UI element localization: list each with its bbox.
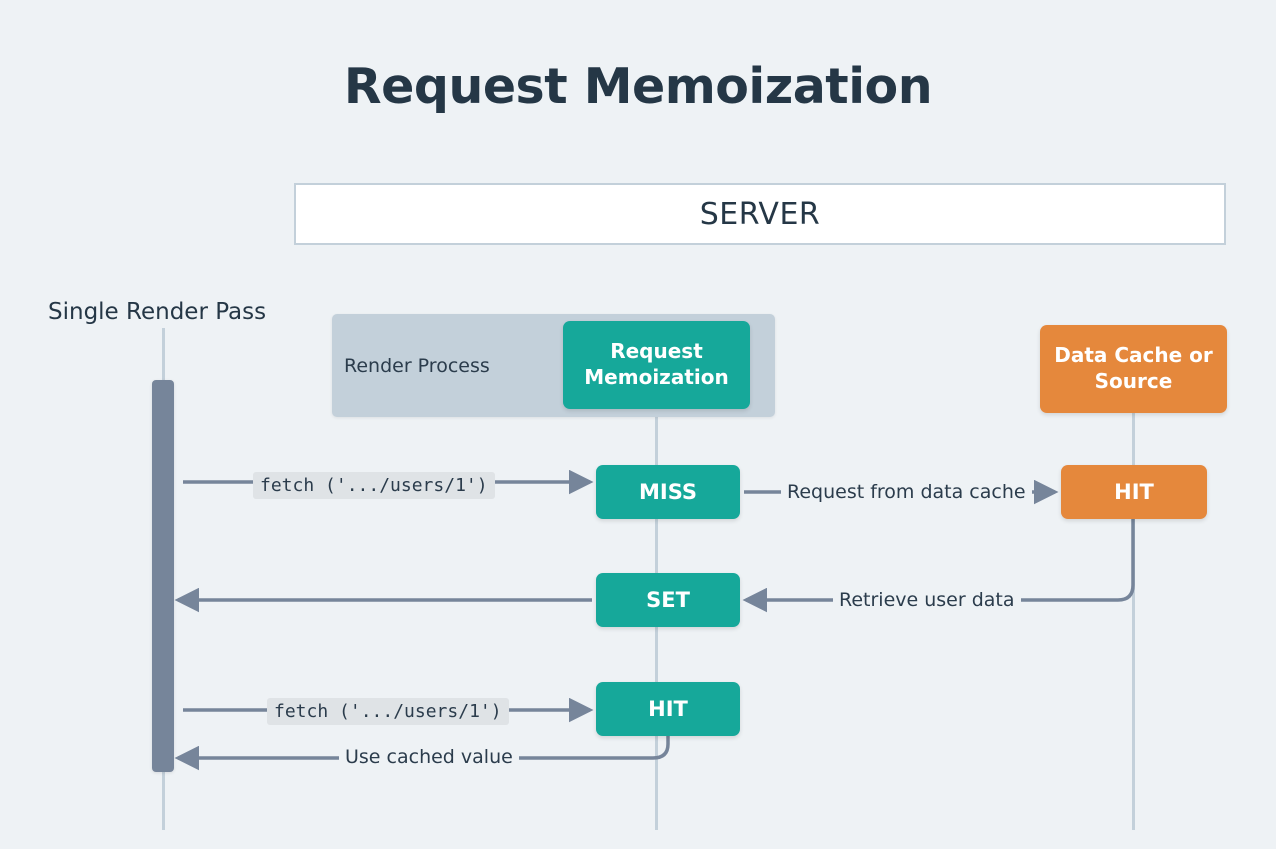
edge-label-retrieve-user-data: Retrieve user data [833, 589, 1021, 611]
lifeline-data-cache [1132, 413, 1135, 830]
single-render-pass-label: Single Render Pass [48, 299, 267, 325]
node-miss[interactable]: MISS [596, 465, 740, 519]
node-hit-memoization[interactable]: HIT [596, 682, 740, 736]
server-container: SERVER [294, 183, 1226, 245]
node-request-memoization[interactable]: Request Memoization [563, 321, 750, 409]
node-hit-data-cache[interactable]: HIT [1061, 465, 1207, 519]
edge-label-fetch-first: fetch ('.../users/1') [253, 472, 495, 499]
render-process-label: Render Process [344, 355, 490, 377]
activation-bar [152, 380, 174, 772]
node-set[interactable]: SET [596, 573, 740, 627]
server-label: SERVER [699, 196, 821, 232]
lifeline-client-lower [162, 772, 165, 830]
edge-label-fetch-second: fetch ('.../users/1') [267, 698, 509, 725]
page-title: Request Memoization [343, 58, 933, 115]
edge-label-use-cached-value: Use cached value [339, 746, 519, 768]
edge-label-request-from-data-cache: Request from data cache [781, 481, 1032, 503]
node-data-cache-or-source[interactable]: Data Cache or Source [1040, 325, 1227, 413]
